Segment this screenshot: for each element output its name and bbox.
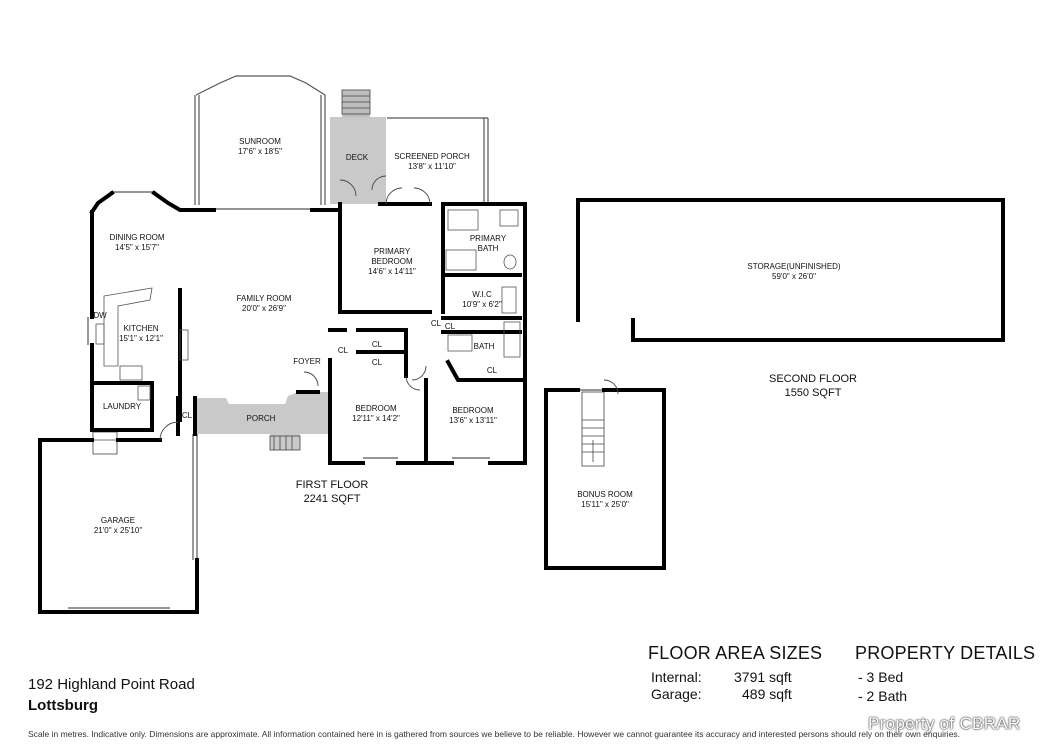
room-dimensions: 13'6" x 13'11" xyxy=(449,416,497,425)
floor-title: FIRST FLOOR xyxy=(295,479,369,491)
address-city: Lottsburg xyxy=(28,697,98,714)
sunroom-bay-window xyxy=(195,75,326,96)
room-foyer: FOYER xyxy=(293,357,321,367)
closet-label: CL xyxy=(371,340,383,349)
room-name: GARAGE xyxy=(100,516,136,525)
room-primary-bedroom: PRIMARY BEDROOM 14'6" x 14'11" xyxy=(364,247,420,277)
room-name: DW xyxy=(93,311,107,320)
property-details-title: PROPERTY DETAILS xyxy=(855,643,1036,663)
closet-label: CL xyxy=(444,322,456,331)
room-bedroom-2: BEDROOM 13'6" x 13'11" xyxy=(449,406,497,426)
closet-label: CL xyxy=(430,319,442,328)
windows-and-rails xyxy=(68,75,632,609)
room-name: PRIMARY BEDROOM xyxy=(371,247,413,266)
watermark: Property of CBRAR xyxy=(868,714,1021,733)
room-sunroom: SUNROOM 17'6" x 18'5" xyxy=(238,137,282,157)
room-name: BATH xyxy=(473,342,495,351)
closet: CL xyxy=(181,411,193,420)
room-name: PORCH xyxy=(246,414,276,423)
room-name: BEDROOM xyxy=(452,406,494,415)
room-name: KITCHEN xyxy=(123,324,159,333)
room-dimensions: 13'8" x 11'10" xyxy=(408,162,456,171)
room-name: SUNROOM xyxy=(239,137,281,146)
disclaimer-text: Scale in metres. Indicative only. Dimens… xyxy=(28,729,961,739)
room-bath: BATH xyxy=(474,342,495,352)
room-name: FAMILY ROOM xyxy=(236,294,292,303)
room-dimensions: 10'9" x 6'2" xyxy=(462,300,502,309)
closet-label: CL xyxy=(337,346,349,355)
room-screened-porch: SCREENED PORCH 13'8" x 11'10" xyxy=(394,152,470,172)
floor-area-label: Garage: xyxy=(651,686,702,702)
room-kitchen: KITCHEN 15'1" x 12'1" xyxy=(119,324,163,344)
door-swings xyxy=(159,175,619,441)
closet-label: CL xyxy=(486,366,498,375)
room-name: W.I.C xyxy=(472,290,492,299)
porch-steps xyxy=(270,434,300,450)
room-family-room: FAMILY ROOM 20'0" x 26'9" xyxy=(237,294,292,314)
room-dining-room: DINING ROOM 14'5" x 15'7" xyxy=(109,233,164,253)
first-floor-caption: FIRST FLOOR 2241 SQFT xyxy=(296,478,369,507)
room-name: BONUS ROOM xyxy=(577,490,633,499)
room-deck: DECK xyxy=(346,153,368,163)
room-name: LAUNDRY xyxy=(102,402,142,411)
room-garage: GARAGE 21'0" x 25'10" xyxy=(94,516,142,536)
floor-area-value: 489 sqft xyxy=(742,686,792,702)
room-bonus-room: BONUS ROOM 15'11" x 25'0" xyxy=(577,490,633,510)
room-laundry: LAUNDRY xyxy=(103,402,141,412)
porch-surface xyxy=(195,392,328,434)
room-primary-bath: PRIMARY BATH xyxy=(468,234,508,254)
floor-area-label: Internal: xyxy=(651,669,702,685)
room-name: PRIMARY BATH xyxy=(469,234,507,253)
floor-title: SECOND FLOOR xyxy=(768,373,858,385)
second-floor-caption: SECOND FLOOR 1550 SQFT xyxy=(769,372,857,401)
closet: CL xyxy=(338,346,348,356)
room-dimensions: 15'11" x 25'0" xyxy=(581,500,629,509)
room-porch: PORCH xyxy=(247,414,276,424)
address-street: 192 Highland Point Road xyxy=(28,676,195,693)
floor-area-value: 3791 sqft xyxy=(734,669,792,685)
stairs xyxy=(92,89,605,467)
room-name: SCREENED PORCH xyxy=(394,152,470,161)
room-dimensions: 15'1" x 12'1" xyxy=(119,334,163,343)
label-dishwasher: DW xyxy=(93,311,106,321)
room-name: BEDROOM xyxy=(355,404,397,413)
closet: CL xyxy=(372,358,382,368)
room-storage: STORAGE(UNFINISHED) 59'0" x 26'0" xyxy=(747,262,840,282)
room-dimensions: 17'6" x 18'5" xyxy=(238,147,282,156)
room-dimensions: 12'11" x 14'2" xyxy=(352,414,400,423)
room-dimensions: 20'0" x 26'9" xyxy=(242,304,286,313)
closet: CL xyxy=(372,340,382,350)
property-detail-item: - 2 Bath xyxy=(858,688,908,704)
floor-area: 2241 SQFT xyxy=(303,493,361,506)
room-name: DECK xyxy=(345,153,369,162)
room-name: FOYER xyxy=(293,357,321,366)
floor-area: 1550 SQFT xyxy=(784,387,842,400)
fixtures xyxy=(95,209,521,401)
room-bedroom-1: BEDROOM 12'11" x 14'2" xyxy=(352,404,400,424)
deck-surface xyxy=(330,117,386,204)
floor-area-title: FLOOR AREA SIZES xyxy=(648,643,823,663)
room-dimensions: 14'6" x 14'11" xyxy=(368,267,416,276)
room-dimensions: 21'0" x 25'10" xyxy=(93,526,143,535)
closet: CL xyxy=(431,319,441,329)
room-dimensions: 59'0" x 26'0" xyxy=(772,272,816,281)
property-detail-item: - 3 Bed xyxy=(858,669,904,685)
dining-bay xyxy=(89,190,115,215)
closet: CL xyxy=(487,366,497,376)
deck-steps xyxy=(342,90,370,117)
room-wic: W.I.C 10'9" x 6'2" xyxy=(462,290,501,310)
walls xyxy=(38,190,1005,614)
closet-label: CL xyxy=(371,358,383,367)
room-dimensions: 14'5" x 15'7" xyxy=(115,243,159,252)
closet: CL xyxy=(445,322,455,332)
outdoor-surfaces xyxy=(195,90,386,450)
room-name: DINING ROOM xyxy=(109,233,165,242)
room-name: STORAGE(UNFINISHED) xyxy=(747,262,841,271)
